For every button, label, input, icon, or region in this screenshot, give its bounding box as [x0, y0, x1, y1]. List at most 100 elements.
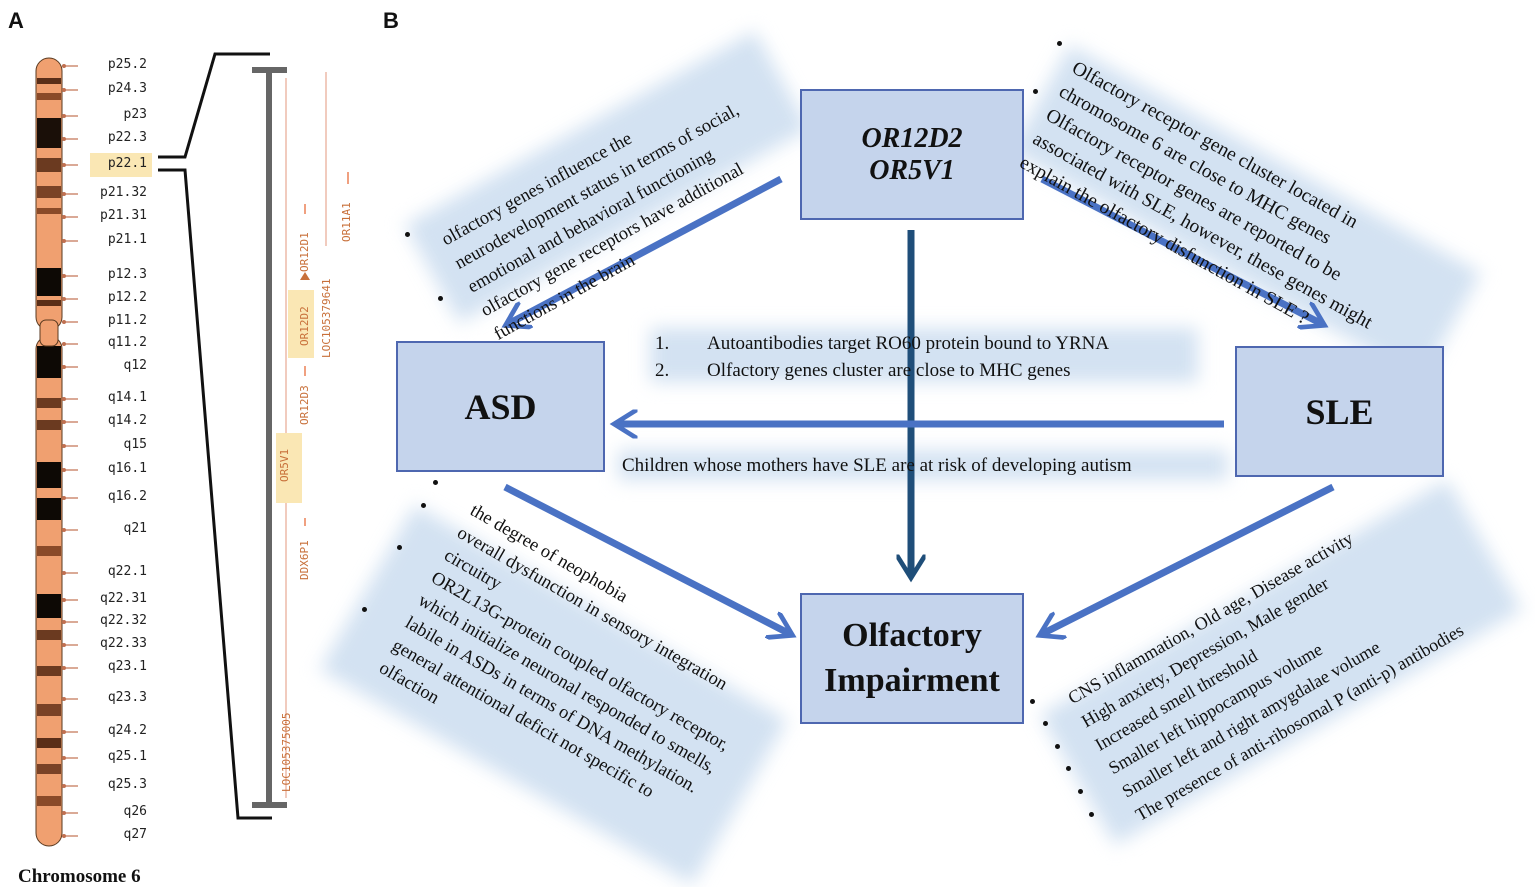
band-label: p21.1 — [107, 232, 147, 247]
chromosome-band-stripe — [37, 666, 61, 676]
center-item-2-num: 2. — [655, 360, 670, 381]
chromosome-band-stripe — [37, 704, 61, 716]
bullet — [397, 545, 402, 550]
band-label: q14.2 — [107, 413, 147, 428]
panel-a-label: A — [8, 8, 24, 33]
band-tick-dot — [62, 834, 66, 838]
band-tick-dot — [62, 365, 66, 369]
sle-box-label: SLE — [1305, 391, 1374, 432]
band-label: q21 — [123, 521, 147, 536]
bullet — [433, 480, 438, 485]
bullet — [1057, 41, 1062, 46]
olfactory-impairment-box: Olfactory Impairment — [800, 593, 1024, 724]
band-label: q22.31 — [100, 591, 147, 606]
band-tick-dot — [62, 756, 66, 760]
band-tick-dot — [62, 297, 66, 301]
bullet — [1043, 721, 1048, 726]
note-glow-center-bottom — [618, 450, 1228, 480]
band-tick-dot — [62, 468, 66, 472]
band-tick-dot — [62, 274, 66, 278]
chromosome-ideogram — [34, 52, 349, 847]
band-tick-dot — [62, 420, 66, 424]
band-label: q22.33 — [100, 636, 147, 651]
bullet — [421, 503, 426, 508]
band-tick-dot — [62, 137, 66, 141]
bullet — [1055, 744, 1060, 749]
band-label: p24.3 — [107, 81, 147, 96]
olfactory-box-line1: Olfactory — [842, 617, 982, 655]
band-tick-dot — [62, 64, 66, 68]
gene-highlight-or5v1 — [276, 433, 302, 503]
chromosome-band-stripe — [37, 93, 61, 100]
band-tick-dot — [62, 528, 66, 532]
band-label: q22.1 — [107, 564, 147, 579]
band-label: p21.32 — [100, 185, 147, 200]
center-bottom-note: Children whose mothers have SLE are at r… — [622, 455, 1132, 476]
chromosome-band-stripe — [37, 158, 61, 172]
chromosome-band-stripe — [37, 398, 61, 408]
chromosome-band-stripe — [37, 764, 61, 774]
band-tick-dot — [62, 643, 66, 647]
band-label: q23.1 — [107, 659, 147, 674]
band-label: q15 — [123, 437, 147, 452]
bullet — [1089, 812, 1094, 817]
chromosome-band-stripe — [37, 462, 61, 488]
olfactory-box-line2: Impairment — [824, 661, 1000, 699]
band-tick-dot — [62, 342, 66, 346]
chromosome-caption: Chromosome 6 — [18, 866, 141, 887]
chromosome-band-stripe — [37, 78, 61, 84]
panel-b-label: B — [383, 8, 399, 33]
zoom-line-bottom — [158, 168, 272, 820]
chromosome-band-stripe — [37, 738, 61, 748]
band-label: p23 — [123, 107, 147, 122]
band-label: p12.3 — [107, 267, 147, 282]
arrow-sle-to-olfactory — [1042, 483, 1335, 634]
band-tick-dot — [62, 496, 66, 500]
band-label: q12 — [123, 358, 147, 373]
band-label: q26 — [123, 804, 147, 819]
note-glow-center — [650, 328, 1198, 382]
band-tick-dot — [62, 192, 66, 196]
band-label: p22.1 — [107, 156, 147, 171]
band-tick-dot — [62, 163, 66, 167]
band-label: q25.1 — [107, 749, 147, 764]
asd-box-label: ASD — [464, 386, 537, 427]
chromosome-band-stripe — [37, 594, 61, 618]
band-tick-dot — [62, 811, 66, 815]
bullet — [1033, 89, 1038, 94]
bullet — [1030, 699, 1035, 704]
chromosome-band-stripe — [37, 208, 61, 214]
genes-box-line1: OR12D2 — [861, 122, 963, 154]
band-label: q27 — [123, 827, 147, 842]
band-label: q14.1 — [107, 390, 147, 405]
band-tick-dot — [62, 444, 66, 448]
band-tick-dot — [62, 598, 66, 602]
chromosome-band-stripe — [37, 186, 61, 198]
band-label: p12.2 — [107, 290, 147, 305]
chromosome-band-stripe — [37, 118, 61, 148]
center-item-1-text: Autoantibodies target RO60 protein bound… — [707, 333, 1110, 354]
band-label: q24.2 — [107, 723, 147, 738]
center-item-1-num: 1. — [655, 333, 670, 354]
chromosome-band-stripe — [37, 420, 61, 430]
band-tick-dot — [62, 397, 66, 401]
band-tick-dot — [62, 88, 66, 92]
genes-box: OR12D2 OR5V1 — [800, 89, 1024, 220]
arrow-asd-to-olfactory — [503, 483, 790, 634]
band-label: q11.2 — [107, 335, 147, 350]
sle-box: SLE — [1235, 346, 1444, 477]
bullet — [1066, 766, 1071, 771]
bullet — [438, 296, 443, 301]
band-label: p25.2 — [107, 57, 147, 72]
chromosome-band-stripe — [37, 498, 61, 520]
gene-arrow — [300, 272, 310, 280]
band-label: q16.2 — [107, 489, 147, 504]
band-tick-dot — [62, 666, 66, 670]
arrow-genes-to-asd — [508, 175, 783, 324]
chromosome-band-stripe — [37, 346, 61, 378]
band-tick-dot — [62, 320, 66, 324]
band-label: q16.1 — [107, 461, 147, 476]
band-tick-dot — [62, 239, 66, 243]
